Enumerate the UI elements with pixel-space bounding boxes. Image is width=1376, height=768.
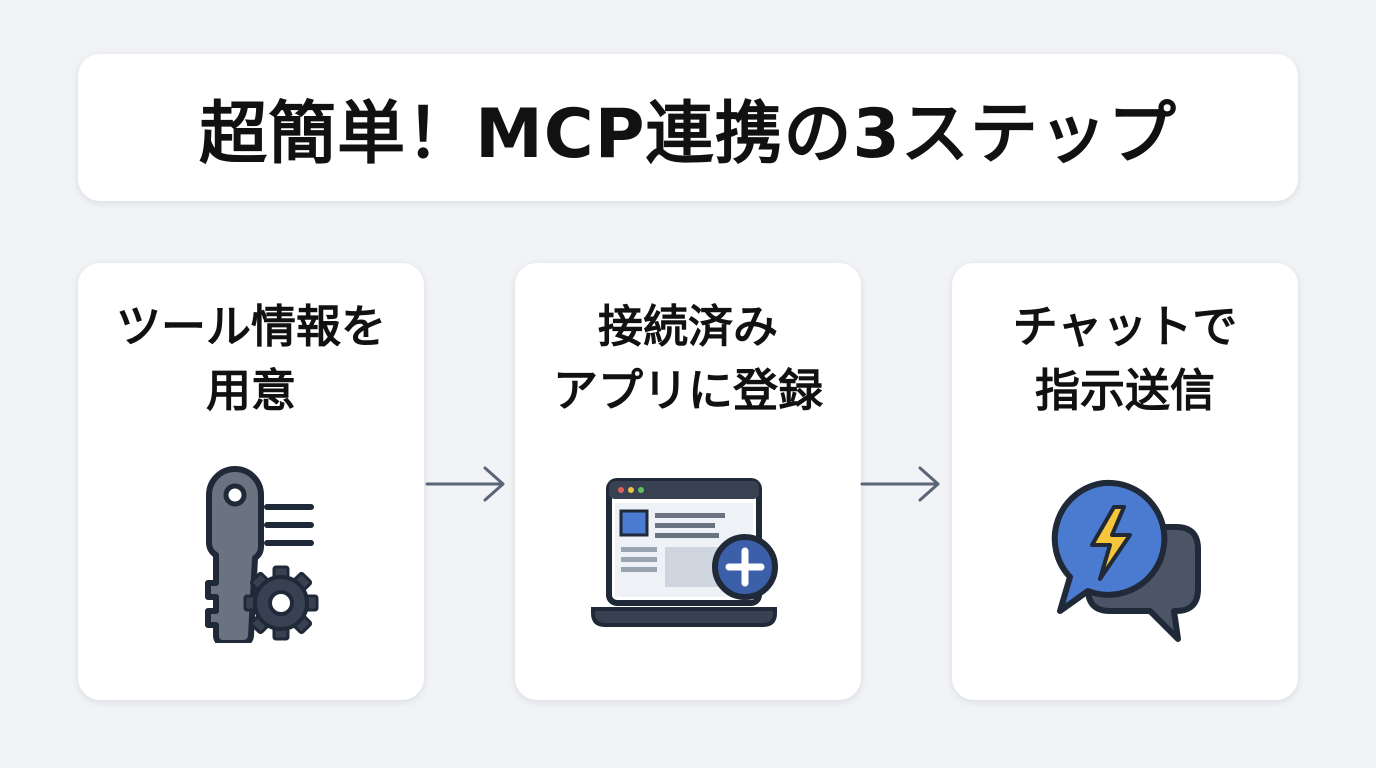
step-card-1: ツール情報を 用意 [78,263,424,700]
step-2-label: 接続済み アプリに登録 [515,295,861,423]
step-3-label: チャットで 指示送信 [952,295,1298,423]
page-title: 超簡単！MCP連携の3ステップ [199,95,1177,174]
step-card-2: 接続済み アプリに登録 [515,263,861,700]
step-1-label: ツール情報を 用意 [78,295,424,423]
title-card: 超簡単！MCP連携の3ステップ [78,54,1298,201]
step-3-label-line2: 指示送信 [1034,364,1215,417]
step-2-label-line1: 接続済み [597,300,778,353]
step-1-label-line2: 用意 [205,364,296,417]
arrow-right-icon [860,466,940,502]
laptop-add-icon [591,478,778,627]
step-1-label-line1: ツール情報を [115,300,386,353]
arrow-right-icon [425,466,505,502]
key-gear-icon [205,466,319,643]
step-2-label-line2: アプリに登録 [552,364,823,417]
step-3-label-line1: チャットで [1012,300,1238,353]
chat-bolt-icon [1051,479,1201,642]
step-card-3: チャットで 指示送信 [952,263,1298,700]
